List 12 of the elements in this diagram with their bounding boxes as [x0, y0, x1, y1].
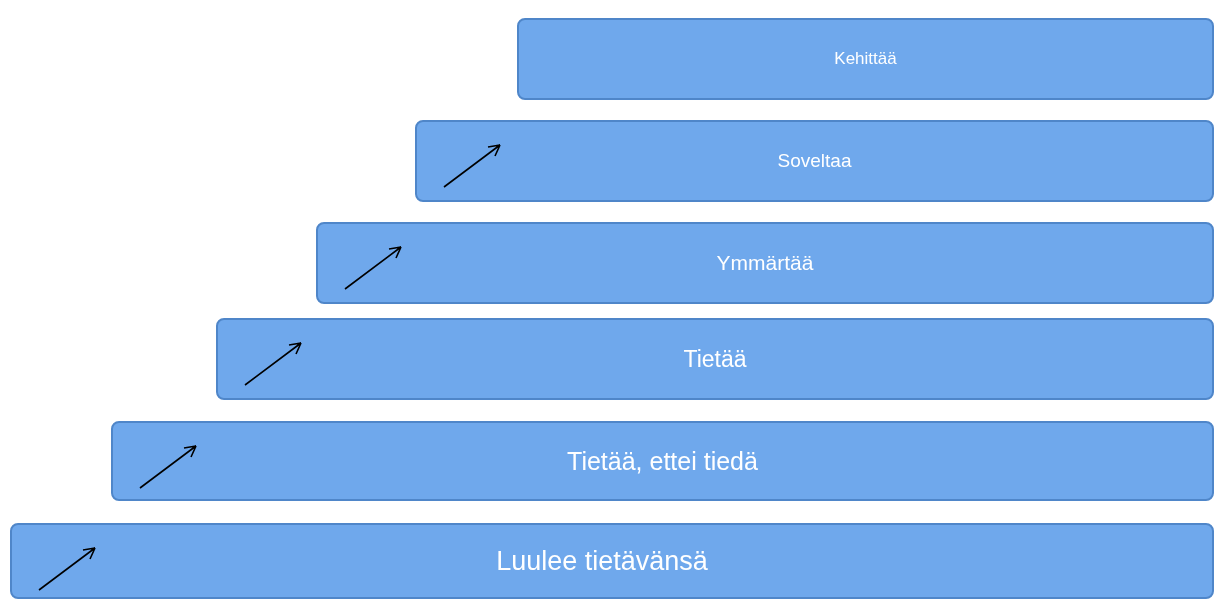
step-label: Soveltaa — [777, 150, 852, 172]
step-box — [316, 222, 1214, 304]
step-label: Tietää — [683, 345, 747, 373]
step-box — [111, 421, 1214, 501]
step-box — [216, 318, 1214, 400]
step-label: Ymmärtää — [716, 251, 814, 275]
step-label: Kehittää — [834, 49, 897, 69]
step-box — [415, 120, 1214, 202]
step-box — [517, 18, 1214, 100]
step-box — [10, 523, 1214, 599]
step-label: Luulee tietävänsä — [496, 545, 708, 577]
step-label: Tietää, ettei tiedä — [567, 446, 758, 476]
